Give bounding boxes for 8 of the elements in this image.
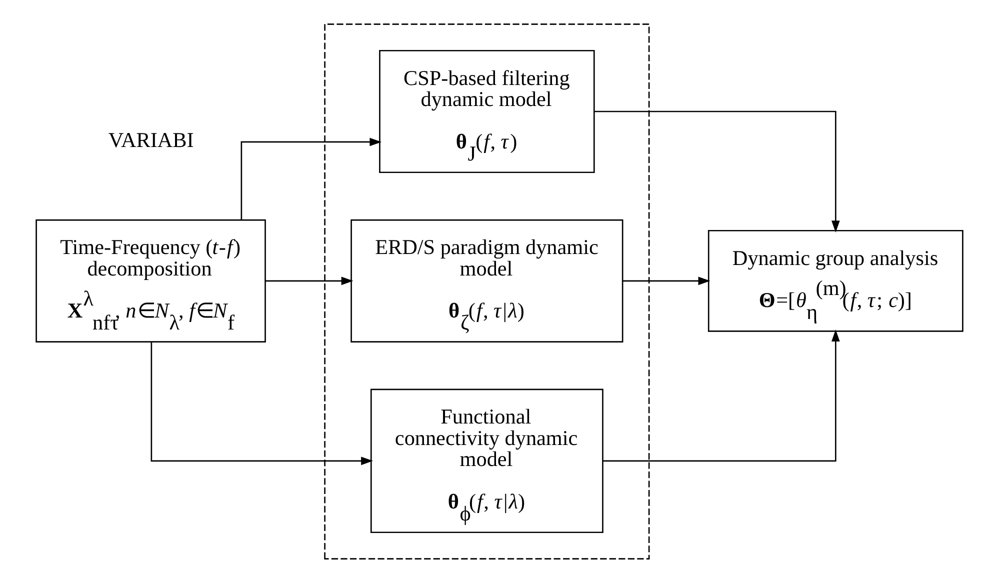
cluster (324, 24, 650, 560)
label: VARIABI (108, 128, 194, 152)
arrow (603, 330, 840, 462)
arrow (594, 110, 840, 233)
arrow (266, 276, 354, 286)
arrow (150, 342, 373, 466)
arrow (622, 276, 710, 286)
arrow (240, 138, 382, 220)
